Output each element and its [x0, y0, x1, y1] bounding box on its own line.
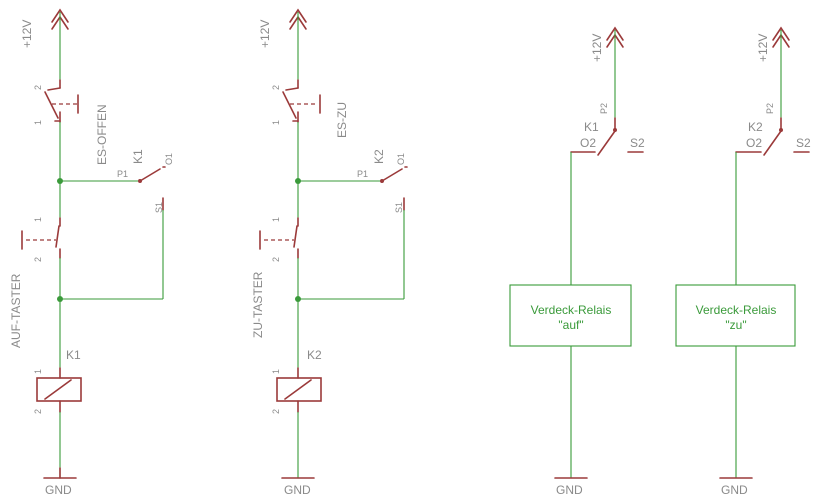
output-contact-1-s: S2: [630, 136, 645, 150]
relay-contact-k2-o: O1: [396, 153, 406, 165]
supply-arrow-1: [51, 8, 69, 80]
relay-coil-k1-label: K1: [66, 348, 81, 362]
relay-contact-k2-name: K2: [372, 149, 386, 164]
push-button-auf: [21, 217, 61, 259]
output-contact-1-p: P2: [599, 103, 609, 114]
ground-symbol-1: [43, 467, 77, 479]
push-button-zu-pin-top: 1: [271, 217, 281, 222]
ground-label-1: GND: [45, 483, 72, 497]
limit-switch-1-label: ES-OFFEN: [95, 104, 109, 165]
verdeck-relais-zu-line2: "zu": [725, 318, 746, 332]
verdeck-relais-auf-line2: "auf": [558, 318, 583, 332]
push-button-zu-label: ZU-TASTER: [251, 271, 265, 338]
supply-arrow-3: [606, 26, 624, 118]
verdeck-relais-zu-line1: Verdeck-Relais: [696, 303, 777, 317]
relay-contact-k1-s: S1: [154, 202, 164, 213]
ground-label-4: GND: [721, 483, 748, 497]
ground-label-3: GND: [556, 483, 583, 497]
relay-contact-k2-p: P1: [357, 169, 368, 179]
output-contact-1: [570, 117, 644, 156]
push-button-auf-label: AUF-TASTER: [9, 273, 23, 348]
output-contact-2: [735, 117, 810, 156]
circuit-auf: +12V 2 1 ES-OFFEN P1 K1 O1 S1: [9, 8, 174, 497]
limit-switch-2: [282, 79, 321, 123]
limit-switch-2-pin-bottom: 1: [271, 120, 281, 125]
relay-coil-k1-pin-bottom: 2: [33, 409, 43, 414]
push-button-zu: [259, 217, 299, 259]
verdeck-relais-auf-line1: Verdeck-Relais: [531, 303, 612, 317]
relay-coil-k1-pin-top: 1: [33, 369, 43, 374]
relay-contact-k1-name: K1: [131, 149, 145, 164]
relay-contact-k1: [138, 166, 166, 211]
supply-label-4: +12V: [756, 34, 770, 62]
output-auf: +12V P2 K1 O2 S2 Verdeck-Relais "auf" GN…: [509, 26, 645, 497]
output-contact-2-name: K2: [748, 120, 763, 134]
output-contact-2-o: O2: [746, 136, 762, 150]
limit-switch-2-label: ES-ZU: [335, 102, 349, 138]
supply-arrow-2: [289, 8, 307, 80]
supply-label-1: +12V: [20, 20, 34, 48]
relay-coil-k1: [36, 367, 82, 413]
output-zu: +12V P2 K2 O2 S2 Verdeck-Relais "zu" GND: [675, 26, 811, 497]
relay-coil-k2: [276, 367, 322, 413]
limit-switch-1-pin-top: 2: [33, 85, 43, 90]
limit-switch-2-pin-top: 2: [271, 85, 281, 90]
relay-coil-k2-pin-top: 1: [271, 369, 281, 374]
limit-switch-1-pin-bottom: 1: [33, 120, 43, 125]
supply-label-3: +12V: [590, 34, 604, 62]
relay-contact-k2-s: S1: [394, 202, 404, 213]
push-button-auf-pin-bottom: 2: [33, 257, 43, 262]
relay-coil-k2-pin-bottom: 2: [271, 409, 281, 414]
circuit-zu: +12V 2 1 ES-ZU P1 K2 O1 S1: [251, 8, 408, 497]
output-contact-1-name: K1: [584, 120, 599, 134]
output-contact-2-p: P2: [765, 103, 775, 114]
push-button-auf-pin-top: 1: [33, 217, 43, 222]
push-button-zu-pin-bottom: 2: [271, 257, 281, 262]
relay-contact-k2: [380, 166, 408, 211]
relay-coil-k2-label: K2: [307, 348, 322, 362]
verdeck-relais-zu-box: [675, 284, 796, 347]
ground-label-2: GND: [284, 483, 311, 497]
supply-arrow-4: [772, 26, 790, 118]
output-contact-1-o: O2: [580, 136, 596, 150]
relay-contact-k1-o: O1: [164, 153, 174, 165]
limit-switch-1: [44, 79, 79, 123]
relay-contact-k1-p: P1: [117, 169, 128, 179]
output-contact-2-s: S2: [796, 136, 811, 150]
supply-label-2: +12V: [258, 20, 272, 48]
